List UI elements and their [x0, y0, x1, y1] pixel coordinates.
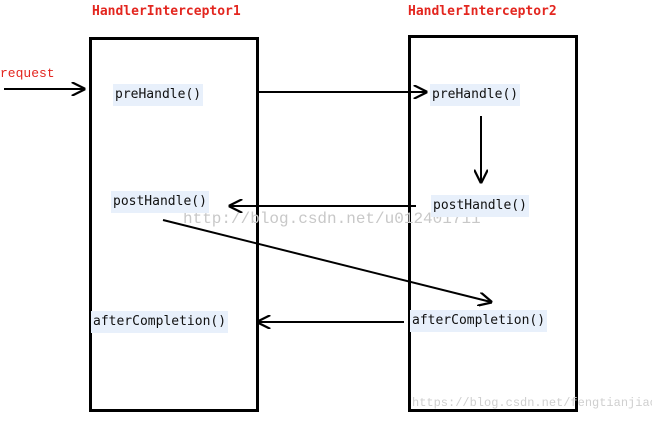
interceptor1-prehandle: preHandle() [113, 84, 204, 106]
interceptor2-prehandle: preHandle() [430, 84, 521, 106]
interceptor1-title: HandlerInterceptor1 [92, 4, 241, 19]
interceptor2-posthandle: postHandle() [431, 195, 529, 217]
interceptor1-aftercompletion: afterCompletion() [91, 311, 229, 333]
request-label: request [0, 66, 55, 81]
interceptor2-aftercompletion: afterCompletion() [410, 310, 548, 332]
watermark-bottom-right: https://blog.csdn.net/fengtianjiao [412, 396, 652, 410]
interceptor2-title: HandlerInterceptor2 [408, 4, 557, 19]
interceptor1-posthandle: postHandle() [111, 191, 209, 213]
